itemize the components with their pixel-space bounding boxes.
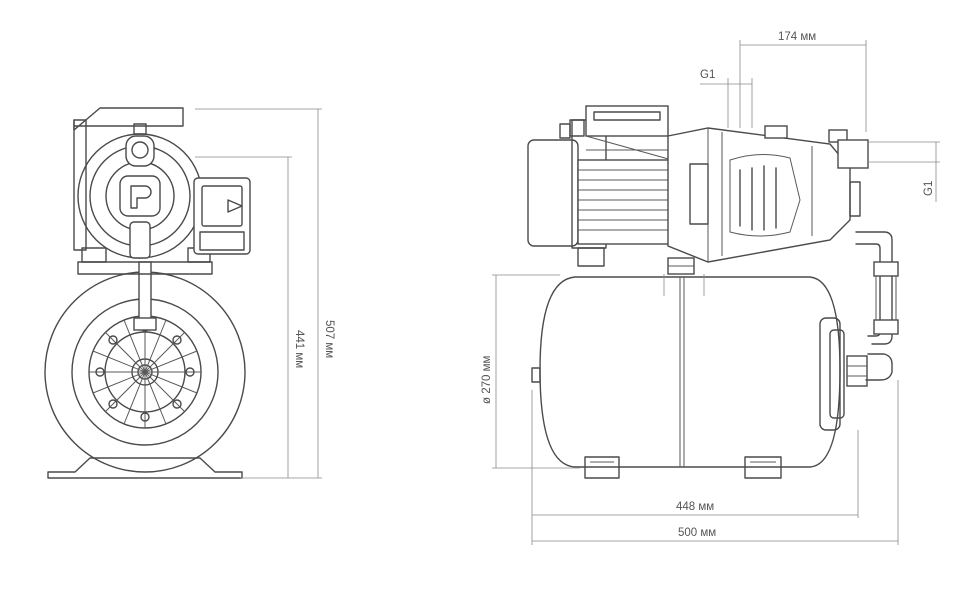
- dim-174-label: 174 мм: [778, 31, 816, 43]
- side-view: [527, 105, 899, 479]
- tank-diameter-label: ø 270 мм: [481, 355, 493, 404]
- front-dimension-lines: [195, 108, 322, 479]
- height-441-label: 441 мм: [293, 330, 305, 368]
- overall-length-500-label: 500 мм: [678, 527, 716, 539]
- side-dimension-lines: [492, 40, 940, 545]
- tank-length-448-label: 448 мм: [676, 501, 714, 513]
- thread-g1-top-label: G1: [700, 69, 715, 81]
- front-view: [44, 107, 251, 479]
- thread-g1-right-label: G1: [923, 181, 935, 196]
- height-507-label: 507 мм: [323, 320, 335, 358]
